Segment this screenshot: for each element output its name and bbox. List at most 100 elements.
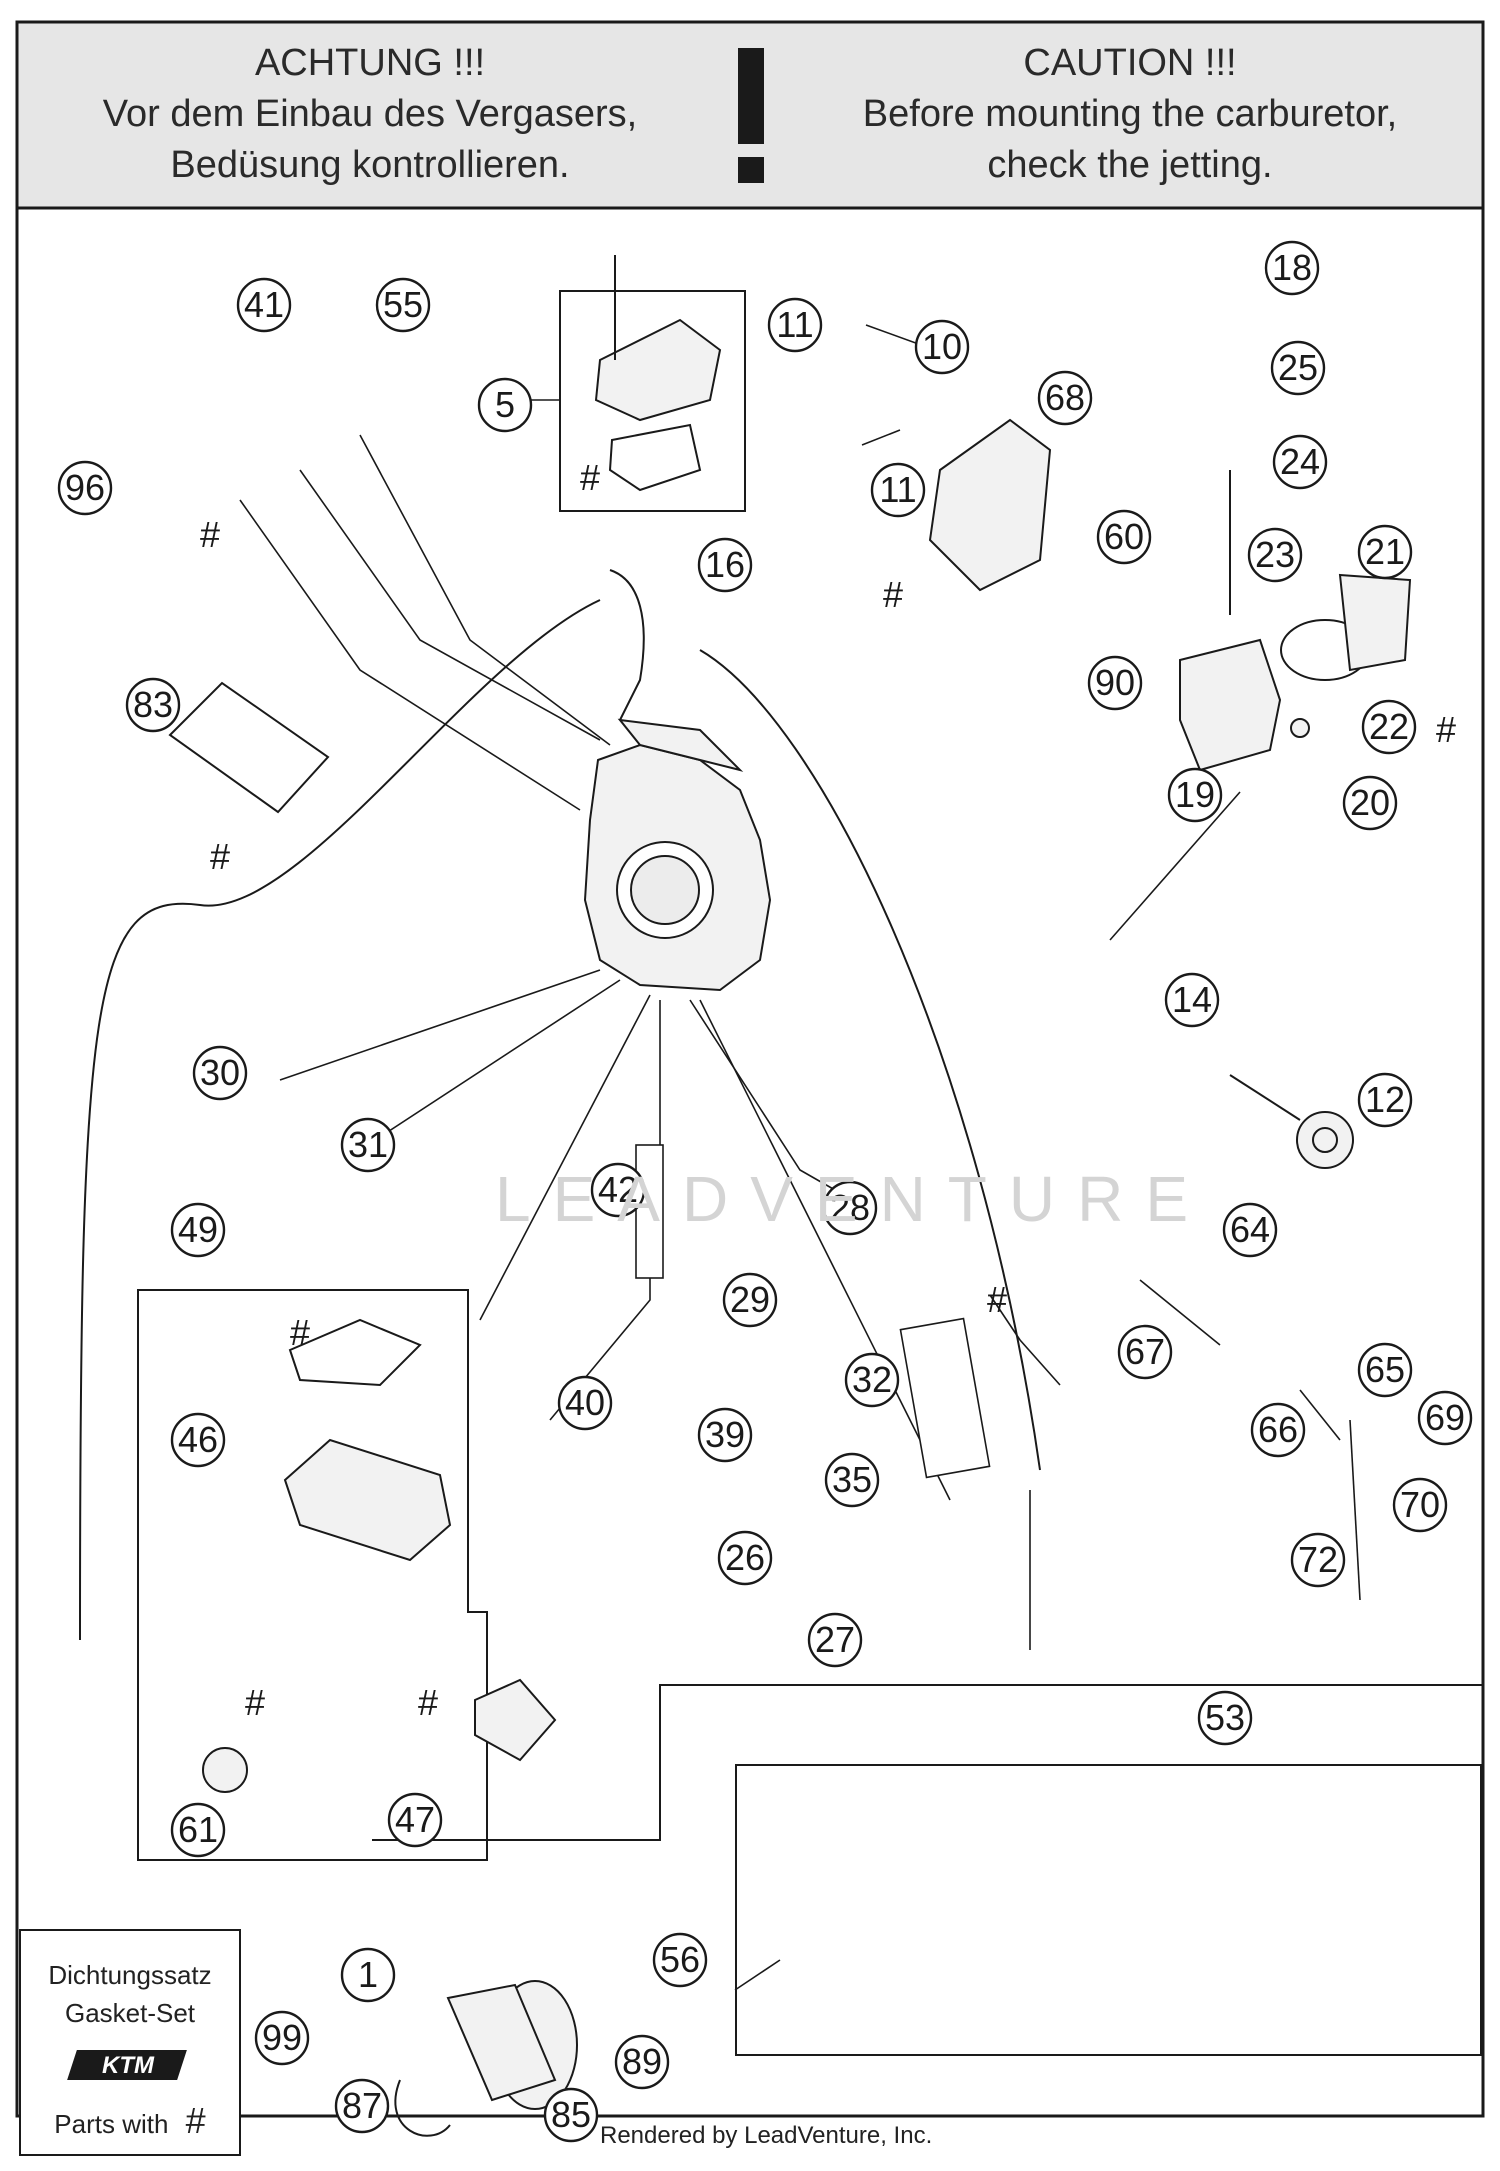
callout-circle xyxy=(1250,1402,1306,1458)
callout-number: 61 xyxy=(178,1809,218,1850)
callout-number: 56 xyxy=(660,1939,700,1980)
callout-circle xyxy=(1357,1342,1413,1398)
callout-19: 19 xyxy=(1167,767,1223,823)
callout-circle xyxy=(1272,434,1328,490)
callout-number: 66 xyxy=(1258,1409,1298,1450)
callout-number: 10 xyxy=(922,326,962,367)
callout-number: 1 xyxy=(358,1954,378,1995)
callout-circle xyxy=(824,1452,880,1508)
callout-number: 42 xyxy=(598,1169,638,1210)
callout-68: 68 xyxy=(1037,370,1093,426)
gasket-set-label: Dichtungssatz Gasket-Set xyxy=(22,1956,238,2032)
callout-12: 12 xyxy=(1357,1072,1413,1128)
callout-circle xyxy=(697,537,753,593)
callout-number: 16 xyxy=(705,544,745,585)
gasket-set-marker: # xyxy=(580,457,600,498)
gasket-set-marker: # xyxy=(290,1312,310,1353)
callout-circle xyxy=(1037,370,1093,426)
callout-circle xyxy=(807,1612,863,1668)
callout-circle xyxy=(1392,1477,1448,1533)
callout-56: 56 xyxy=(652,1932,708,1988)
callout-number: 46 xyxy=(178,1419,218,1460)
callout-40: 40 xyxy=(557,1375,613,1431)
callout-number: 30 xyxy=(200,1052,240,1093)
caution-english-title: CAUTION !!! xyxy=(1023,42,1237,84)
render-credit: Rendered by LeadVenture, Inc. xyxy=(600,2122,933,2149)
callout-circle xyxy=(1087,655,1143,711)
callout-circle xyxy=(477,377,533,433)
callout-35: 35 xyxy=(824,1452,880,1508)
vent-hose-left xyxy=(79,599,601,1641)
callout-53: 53 xyxy=(1197,1690,1253,1746)
parts-with-label: Parts with xyxy=(54,2109,169,2139)
gasket-set-marker: # xyxy=(200,514,220,555)
callout-61: 61 xyxy=(170,1802,226,1858)
callout-number: 89 xyxy=(622,2041,662,2082)
callout-circle xyxy=(254,2010,310,2066)
callout-47: 47 xyxy=(387,1792,443,1848)
callout-circle xyxy=(170,1802,226,1858)
float-bowl xyxy=(202,1318,557,1793)
callout-18: 18 xyxy=(1264,240,1320,296)
gasket-set-marker: # xyxy=(210,836,230,877)
caution-english: CAUTION !!! Before mounting the carburet… xyxy=(800,38,1460,191)
callout-number: 18 xyxy=(1272,247,1312,288)
callout-number: 35 xyxy=(832,1459,872,1500)
gasket-set-marker: # xyxy=(987,1279,1007,1320)
callout-64: 64 xyxy=(1222,1202,1278,1258)
callout-30: 30 xyxy=(192,1045,248,1101)
callout-number: 14 xyxy=(1172,979,1212,1020)
callout-circle xyxy=(236,277,292,333)
callout-circle xyxy=(170,1412,226,1468)
callout-circle xyxy=(590,1162,646,1218)
callout-66: 66 xyxy=(1250,1402,1306,1458)
callout-number: 87 xyxy=(342,2085,382,2126)
callout-circle xyxy=(557,1375,613,1431)
caution-german-line1: Vor dem Einbau des Vergasers, xyxy=(102,93,638,135)
float-bowl-group-box xyxy=(137,1289,488,1861)
callout-circle xyxy=(1167,767,1223,823)
callout-29: 29 xyxy=(722,1272,778,1328)
callout-number: 40 xyxy=(565,1382,605,1423)
gasket-set-line1: Dichtungssatz xyxy=(48,1960,212,1990)
callout-circle xyxy=(334,2078,390,2134)
caution-german: ACHTUNG !!! Vor dem Einbau des Vergasers… xyxy=(40,38,700,191)
accelerator-pump xyxy=(1179,470,1412,772)
callout-circle xyxy=(652,1932,708,1988)
callout-number: 31 xyxy=(348,1124,388,1165)
callout-circle xyxy=(543,2087,599,2143)
callout-circle xyxy=(1270,340,1326,396)
callout-number: 12 xyxy=(1365,1079,1405,1120)
callout-number: 23 xyxy=(1255,534,1295,575)
callout-circle xyxy=(1357,524,1413,580)
callout-number: 25 xyxy=(1278,347,1318,388)
callout-circle xyxy=(717,1530,773,1586)
callout-5: 5 xyxy=(477,377,533,433)
callout-circle xyxy=(697,1407,753,1463)
callout-circle xyxy=(1197,1690,1253,1746)
jet-strips xyxy=(635,1144,991,1479)
svg-text:KTM: KTM xyxy=(102,2052,155,2079)
callout-circle xyxy=(914,319,970,375)
callout-14: 14 xyxy=(1164,972,1220,1028)
callout-circle xyxy=(1096,509,1152,565)
callout-number: 60 xyxy=(1104,516,1144,557)
callout-26: 26 xyxy=(717,1530,773,1586)
callout-11: 11 xyxy=(767,297,823,353)
callout-60: 60 xyxy=(1096,509,1152,565)
callout-83: 83 xyxy=(125,677,181,733)
gasket-set-marker: # xyxy=(883,574,903,615)
callout-42: 42 xyxy=(590,1162,646,1218)
callout-number: 26 xyxy=(725,1537,765,1578)
callout-circle xyxy=(340,1947,396,2003)
callout-24: 24 xyxy=(1272,434,1328,490)
intake-boot xyxy=(394,1980,578,2137)
callout-20: 20 xyxy=(1342,775,1398,831)
callout-number: 21 xyxy=(1365,531,1405,572)
gasket-set-parts-with: Parts with # xyxy=(22,2100,238,2142)
callout-circle xyxy=(170,1202,226,1258)
callout-circle xyxy=(375,277,431,333)
callout-21: 21 xyxy=(1357,524,1413,580)
caution-german-title: ACHTUNG !!! xyxy=(254,42,486,84)
